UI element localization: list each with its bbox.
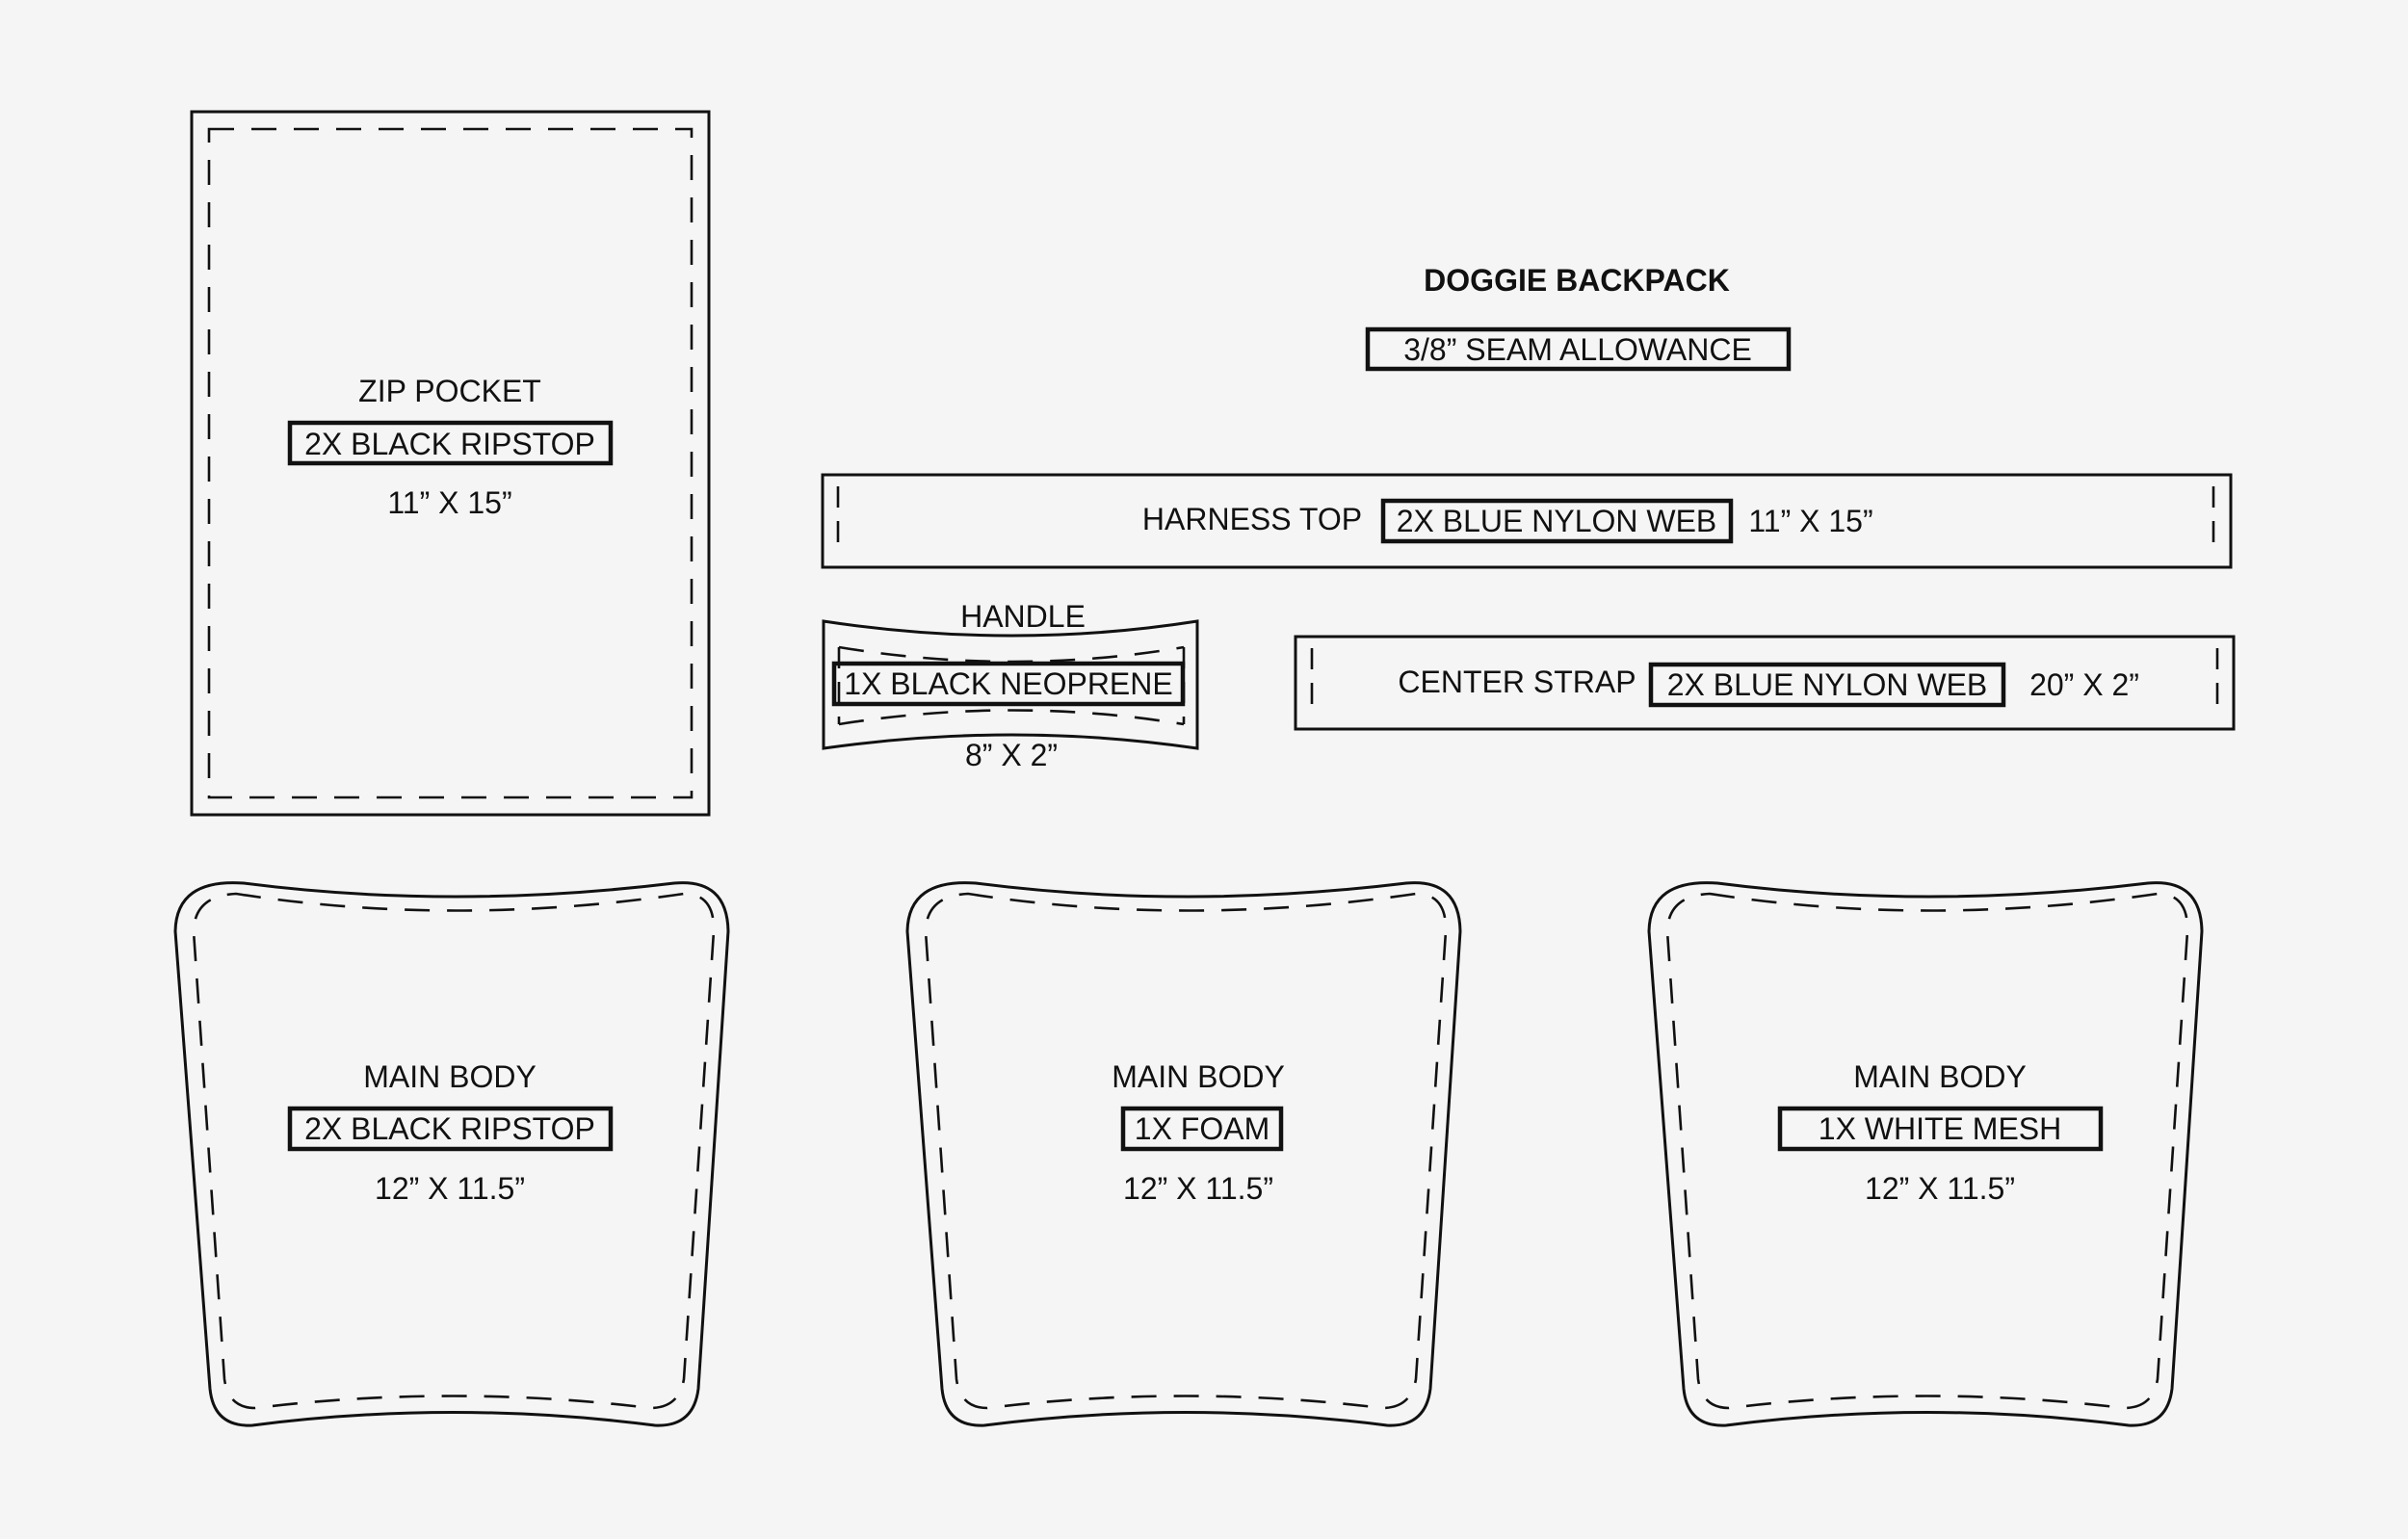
piece-handle: HANDLE 1X BLACK NEOPRENE 8” X 2” [822, 599, 1199, 772]
piece-main-body-1: MAIN BODY 2X BLACK RIPSTOP 12” X 11.5” [173, 881, 730, 1427]
harness-top-outline [821, 473, 2233, 569]
handle-material: 1X BLACK NEOPRENE [844, 666, 1172, 701]
handle-name: HANDLE [960, 599, 1086, 634]
piece-main-body-3: MAIN BODY 1X WHITE MESH 12” X 11.5” [1647, 881, 2204, 1427]
zip-pocket-name: ZIP POCKET [358, 374, 541, 408]
piece-main-body-2: MAIN BODY 1X FOAM 12” X 11.5” [905, 881, 1462, 1427]
center-strap-outline [1294, 635, 2236, 731]
center-strap-size: 20” X 2” [2029, 667, 2139, 702]
harness-top-material: 2X BLUE NYLON WEB [1397, 504, 1717, 538]
zip-pocket-material: 2X BLACK RIPSTOP [304, 427, 595, 461]
piece-harness-top: HARNESS TOP 2X BLUE NYLON WEB 11” X 15” [821, 473, 2233, 569]
main-body-3-material: 1X WHITE MESH [1819, 1111, 2061, 1146]
main-body-3-size: 12” X 11.5” [1865, 1171, 2015, 1206]
main-body-3-outline [1647, 881, 2204, 1427]
zip-pocket-seam-line [207, 127, 694, 799]
main-body-1-outline [173, 881, 730, 1427]
piece-zip-pocket: ZIP POCKET 2X BLACK RIPSTOP 11” X 15” [190, 110, 711, 817]
center-strap-material: 2X BLUE NYLON WEB [1667, 667, 1988, 702]
handle-outline [822, 619, 1199, 750]
main-body-2-outline [905, 881, 1462, 1427]
main-body-1-material: 2X BLACK RIPSTOP [304, 1111, 595, 1146]
main-body-2-size: 12” X 11.5” [1123, 1171, 1273, 1206]
handle-size: 8” X 2” [965, 738, 1058, 772]
harness-top-name: HARNESS TOP [1142, 502, 1362, 536]
seam-allowance-tag: 3/8” SEAM ALLOWANCE [1365, 326, 1792, 372]
main-body-1-name: MAIN BODY [363, 1059, 537, 1094]
main-body-1-size: 12” X 11.5” [375, 1171, 525, 1206]
zip-pocket-size: 11” X 15” [387, 485, 511, 520]
harness-top-size: 11” X 15” [1748, 504, 1872, 538]
main-body-3-name: MAIN BODY [1853, 1059, 2027, 1094]
seam-allowance-label: 3/8” SEAM ALLOWANCE [1403, 332, 1752, 367]
piece-center-strap: CENTER STRAP 2X BLUE NYLON WEB 20” X 2” [1294, 635, 2236, 731]
main-body-2-name: MAIN BODY [1112, 1059, 1285, 1094]
zip-pocket-outline [190, 110, 711, 817]
main-body-2-material: 1X FOAM [1135, 1111, 1269, 1146]
pattern-title: DOGGIE BACKPACK [1424, 263, 1730, 298]
center-strap-name: CENTER STRAP [1398, 665, 1636, 699]
